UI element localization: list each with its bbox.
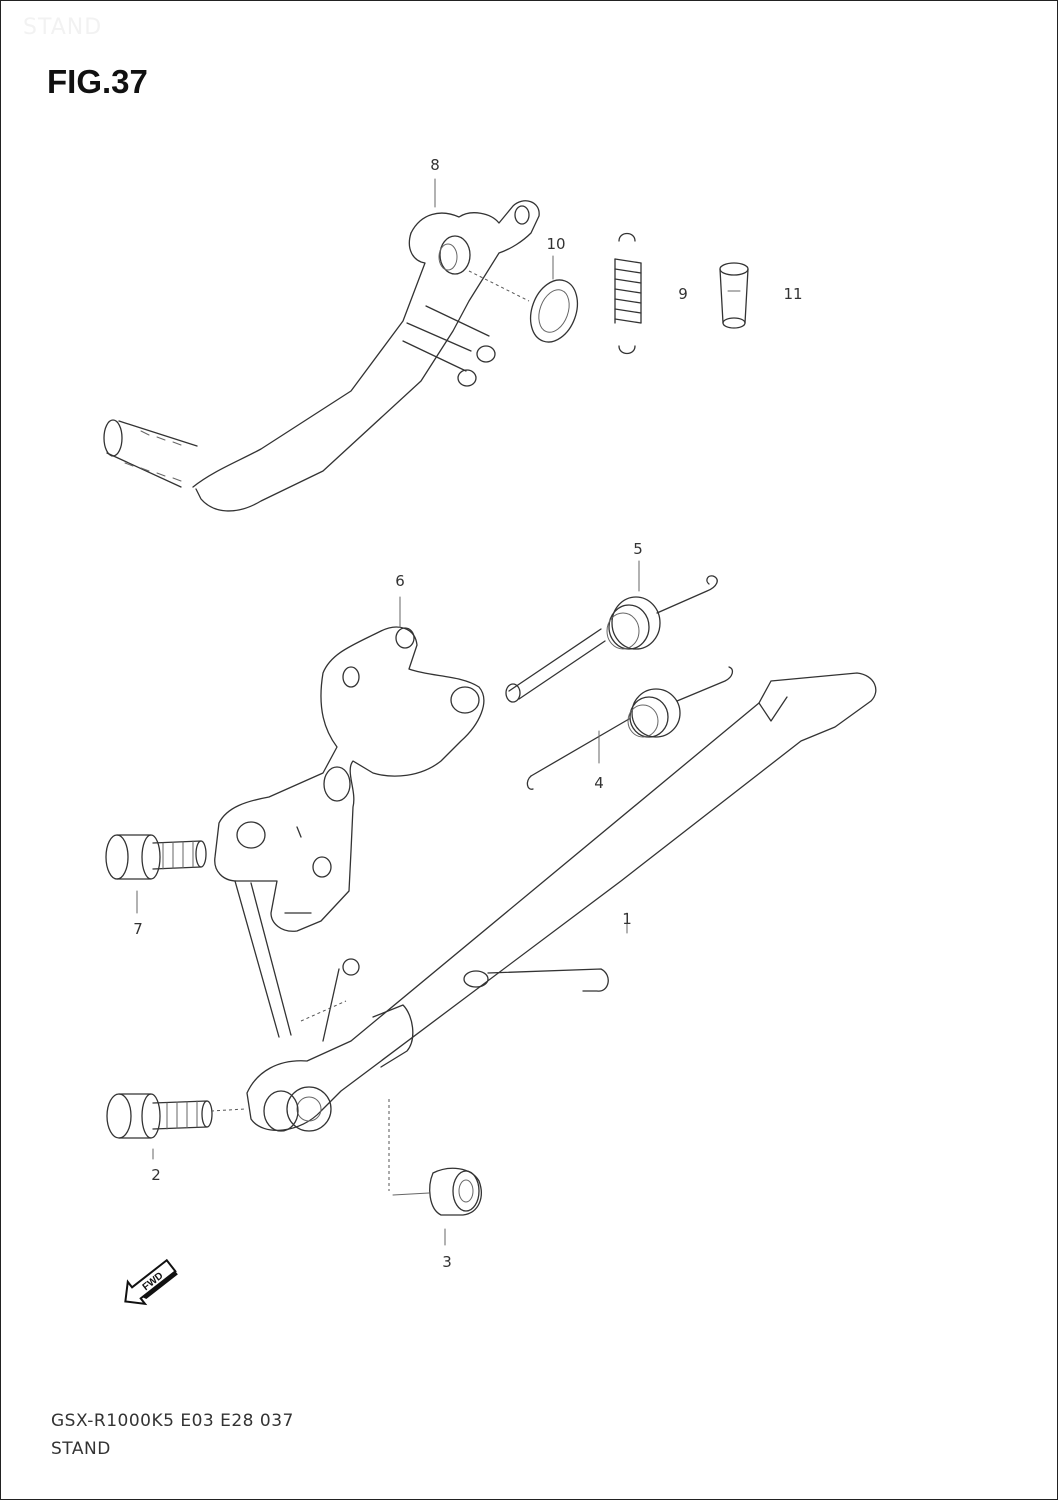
part-6-plate-drawing [214,626,485,932]
section-name-label: STAND [51,1439,111,1459]
callout-11: 11 [783,285,803,303]
callout-10: 10 [546,235,566,253]
callout-2: 2 [151,1166,161,1184]
watermark-text: STAND [23,15,103,40]
part-9-spring-drawing [614,232,642,355]
part-7-bolt-drawing [105,834,207,880]
callout-4: 4 [594,774,604,792]
part-3-stopper-drawing [388,1099,482,1216]
model-code-label: GSX-R1000K5 E03 E28 037 [51,1411,294,1431]
callout-5: 5 [633,540,643,558]
callout-6: 6 [395,572,405,590]
part-4-spring-drawing [526,666,734,790]
part-1-stand-arm-drawing [234,672,877,1132]
part-10-washer-drawing [529,279,579,343]
callout-3: 3 [442,1253,452,1271]
part-5-spring-drawing [505,575,718,703]
callout-8: 8 [430,156,440,174]
callout-9: 9 [678,285,688,303]
part-2-bolt-drawing [106,1093,246,1139]
part-11-pin-drawing [719,262,749,329]
callout-7: 7 [133,920,143,938]
part-8-bracket-drawing [103,200,540,512]
fwd-arrow-icon: FWD [124,1258,178,1306]
figure-title: FIG.37 [47,63,148,100]
callout-1: 1 [622,910,632,928]
